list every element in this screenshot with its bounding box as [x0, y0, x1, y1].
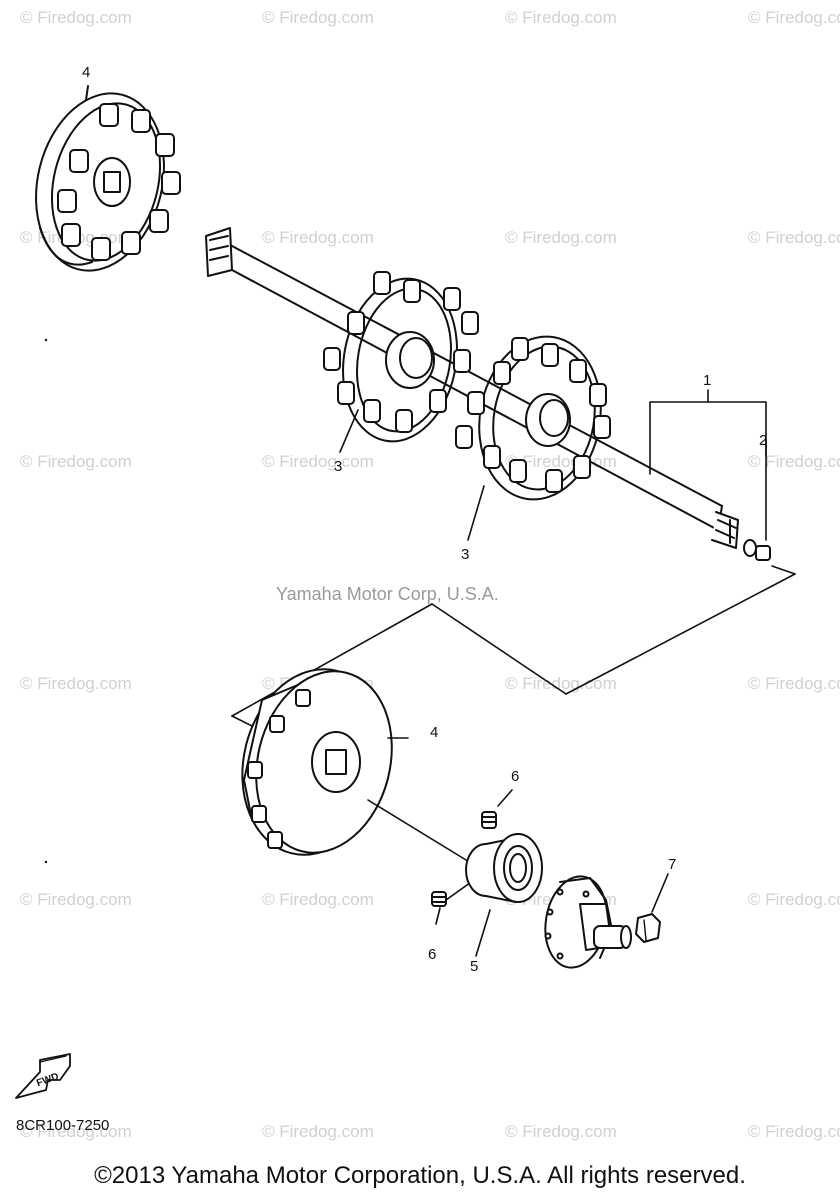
watermark: © Firedog.com	[748, 228, 840, 247]
callout-5: 5	[470, 958, 479, 975]
watermark: © Firedog.com	[20, 674, 132, 693]
watermark: © Firedog.com	[20, 8, 132, 27]
watermark: © Firedog.com	[262, 8, 374, 27]
set-screw-upper	[481, 811, 497, 829]
callout-4-upper: 4	[82, 64, 91, 81]
hub-flange	[544, 875, 632, 969]
watermark: © Firedog.com	[20, 452, 132, 471]
diagram-code: 8CR100-7250	[16, 1117, 110, 1134]
callout-2: 2	[759, 432, 768, 449]
watermark: © Firedog.com	[748, 8, 840, 27]
watermark: © Firedog.com	[505, 8, 617, 27]
callout-4-lower: 4	[430, 724, 439, 741]
watermark: © Firedog.com	[20, 1122, 132, 1141]
drive-axle-shaft	[205, 227, 739, 549]
assembly-frame	[231, 565, 796, 737]
watermark: © Firedog.com	[262, 452, 374, 471]
forward-arrow-icon	[15, 1053, 71, 1099]
callout-6-upper: 6	[511, 768, 520, 785]
watermark: © Firedog.com	[505, 228, 617, 247]
copyright-notice: ©2013 Yamaha Motor Corporation, U.S.A. A…	[94, 1162, 746, 1189]
callout-6-lower: 6	[428, 946, 437, 963]
watermark: © Firedog.com	[262, 890, 374, 909]
set-screw-lower	[431, 891, 447, 907]
watermark: © Firedog.com	[748, 452, 840, 471]
watermark: © Firedog.com	[505, 1122, 617, 1141]
watermark: © Firedog.com	[748, 890, 840, 909]
sprocket-right	[455, 335, 611, 501]
drive-wheel-lower	[241, 668, 467, 861]
watermark: © Firedog.com	[262, 228, 374, 247]
sprocket-wheel-upper	[35, 85, 181, 272]
watermark: © Firedog.com	[748, 1122, 840, 1141]
bearing-assembly	[465, 833, 543, 957]
flange-nut	[635, 873, 669, 943]
shaft-bolt	[743, 539, 771, 561]
callout-3-right: 3	[461, 546, 470, 563]
callout-7: 7	[668, 856, 677, 873]
watermark: © Firedog.com	[505, 674, 617, 693]
watermark: © Firedog.com	[262, 1122, 374, 1141]
sprocket-left	[323, 271, 479, 443]
watermark: © Firedog.com	[20, 890, 132, 909]
callout-3-left: 3	[334, 458, 343, 475]
leader-lines-upper	[339, 389, 767, 541]
watermark: © Firedog.com	[748, 674, 840, 693]
callout-1: 1	[703, 372, 712, 389]
manufacturer-label: Yamaha Motor Corp, U.S.A.	[276, 584, 499, 604]
